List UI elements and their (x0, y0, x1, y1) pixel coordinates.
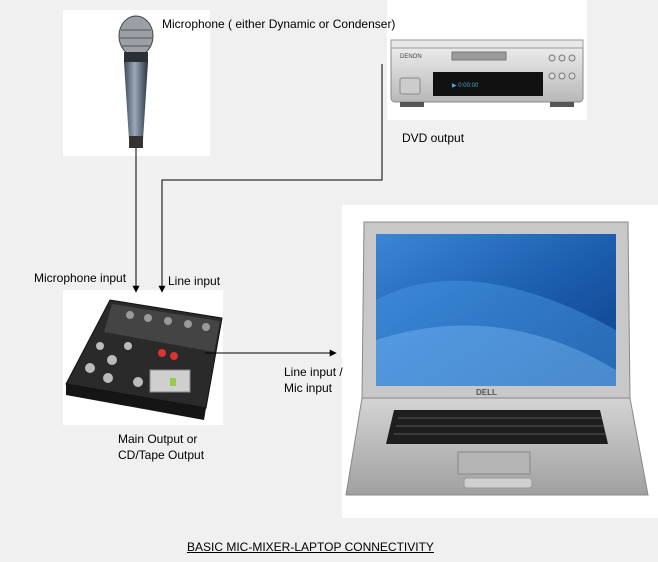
diagram-caption: BASIC MIC-MIXER-LAPTOP CONNECTIVITY (187, 540, 434, 554)
connector-lines (132, 64, 383, 357)
microphone-icon (118, 15, 154, 148)
dvd-to-mixer-arrow (158, 64, 383, 293)
main-output-label-1: Main Output or (118, 432, 198, 446)
mixer-icon (65, 299, 223, 420)
dvd-brand: DENON (400, 54, 422, 60)
line-input-label: Line input (168, 274, 221, 288)
microphone-label: Microphone ( either Dynamic or Condenser… (162, 17, 396, 31)
main-output-label-2: CD/Tape Output (118, 448, 205, 462)
laptop-brand: DELL (476, 388, 497, 397)
laptop-icon: DELL (345, 221, 649, 496)
line-mic-input-label-2: Mic input (284, 381, 333, 395)
microphone-input-label: Microphone input (34, 271, 127, 285)
svg-text:▶ 0:00:00: ▶ 0:00:00 (452, 83, 479, 89)
dvd-output-label: DVD output (402, 131, 465, 145)
dvd-player-icon: ▶ 0:00:00 DENON (390, 39, 584, 107)
line-mic-input-label-1: Line input / (284, 365, 343, 379)
